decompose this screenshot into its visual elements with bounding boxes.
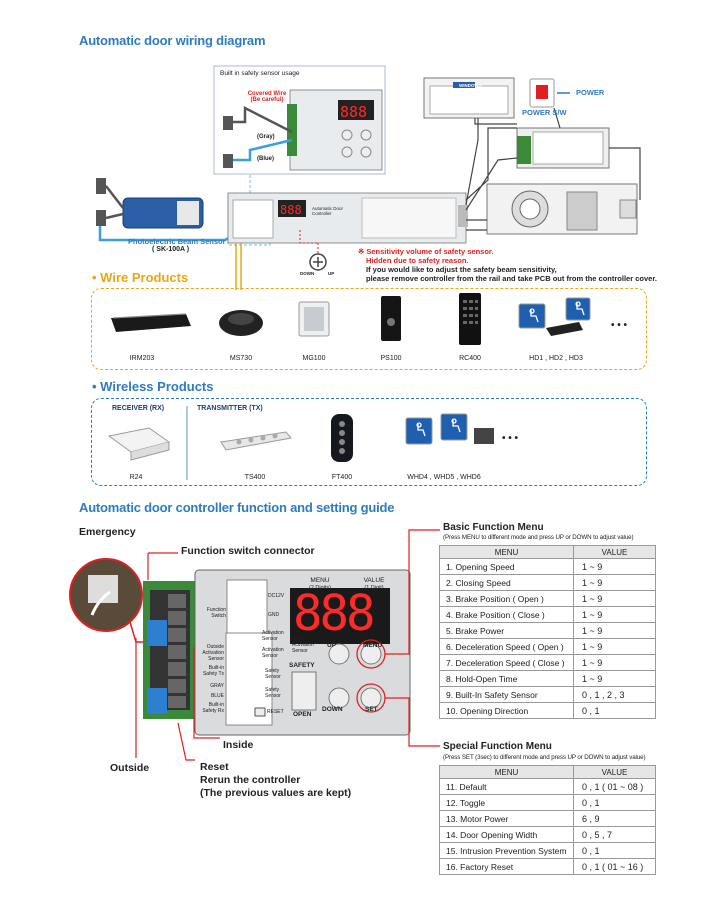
function-switch-connector-label: Function switch connector bbox=[181, 545, 315, 557]
wireless-product-label: FT400 bbox=[331, 474, 353, 481]
wire-product-label: RC400 bbox=[459, 355, 481, 362]
basic-menu-title: Basic Function Menu bbox=[443, 522, 544, 533]
wireless-product-label: R24 bbox=[129, 474, 143, 481]
wire-product-label: IRM203 bbox=[129, 355, 155, 362]
receiver-label: RECEIVER (RX) bbox=[112, 405, 165, 412]
gray-wire-label: (Gray) bbox=[257, 134, 275, 140]
covered-wire-label: Covered Wire(Be careful) bbox=[247, 91, 287, 103]
emergency-label: Emergency bbox=[79, 526, 136, 538]
panel-activation-label: Activation Sensor bbox=[262, 630, 284, 642]
power-switch-label: POWER S/W bbox=[522, 108, 567, 117]
wire-products-more: • • • bbox=[611, 320, 628, 331]
knob-down-label: DOWN bbox=[300, 271, 315, 276]
panel-open-label: OPEN bbox=[293, 711, 312, 718]
wire-products-title: • Wire Products bbox=[92, 270, 189, 285]
panel-safety-label: SAFETY bbox=[289, 662, 315, 669]
wire-product-label: MS730 bbox=[229, 355, 253, 362]
table-header: MENU bbox=[439, 765, 574, 779]
panel-builtin-rx-label: Built-in Safety Rx bbox=[202, 702, 224, 714]
panel-outside-activation-label: Outside Activation Sensor bbox=[202, 644, 224, 662]
panel-gnd-label: GND bbox=[268, 612, 280, 618]
panel-menu-button-label: MENU bbox=[363, 642, 383, 649]
special-menu-title: Special Function Menu bbox=[443, 741, 552, 752]
wireless-products-more: • • • bbox=[502, 433, 519, 444]
panel-menu-label: MENU(2 Digits) bbox=[308, 577, 331, 591]
panel-gray-label: GRAY bbox=[210, 683, 224, 689]
table-row: 6. Deceleration Speed ( Open )1 ~ 9 bbox=[439, 638, 656, 655]
table-header: MENU bbox=[439, 545, 574, 559]
panel-set-label: SET bbox=[365, 706, 378, 713]
panel-reset-label: RESET bbox=[267, 709, 284, 715]
blue-wire-label: (Blue) bbox=[257, 156, 274, 162]
wireless-products-panel bbox=[91, 398, 647, 486]
outside-label: Outside bbox=[110, 762, 150, 774]
beam-sensor-label: Photoelectric Beam Sensor bbox=[128, 237, 226, 246]
sensitivity-note: ※ Sensitivity volume of safety sensor. H… bbox=[358, 247, 657, 283]
panel-digit-display: 888 bbox=[293, 585, 375, 642]
panel-value-label: VALUE(1 Digit) bbox=[363, 577, 385, 591]
table-row: 3. Brake Position ( Open )1 ~ 9 bbox=[439, 590, 656, 607]
panel-function-switch-label: Function Switch bbox=[206, 607, 226, 619]
wireless-product-label: TS400 bbox=[244, 474, 266, 481]
table-header: VALUE bbox=[573, 545, 656, 559]
wireless-products-images bbox=[107, 406, 494, 480]
panel-inside-activation-label: Inside Activation Sensor bbox=[292, 636, 314, 654]
power-supply-brand: WINDOWS bbox=[459, 83, 482, 88]
panel-activation-label: Activation Sensor bbox=[262, 647, 284, 659]
beam-sensor-model: ( SK-100A ) bbox=[152, 246, 190, 253]
wiring-title: Automatic door wiring diagram bbox=[79, 33, 266, 48]
power-label: POWER bbox=[576, 88, 605, 97]
special-menu-subtitle: (Press SET (3sec) to different mode and … bbox=[443, 754, 646, 761]
wire-product-label: MG100 bbox=[302, 355, 326, 362]
panel-builtin-tx-label: Built-in Safety Tx bbox=[202, 665, 224, 677]
knob-up-label: UP bbox=[328, 271, 335, 276]
wire-products-images bbox=[111, 293, 591, 345]
table-row: 7. Deceleration Speed ( Close )1 ~ 9 bbox=[439, 654, 656, 671]
svg-text:888: 888 bbox=[340, 103, 367, 121]
inside-label: Inside bbox=[223, 739, 254, 751]
panel-down-label: DOWN bbox=[322, 706, 343, 713]
panel-safety-sensor-label: Safety Sensor bbox=[265, 668, 281, 680]
wireless-products-title: • Wireless Products bbox=[92, 379, 214, 394]
wiring-diagram: 888 888 bbox=[96, 65, 641, 290]
reset-callout: Reset Rerun the controller (The previous… bbox=[200, 761, 352, 799]
svg-text:888: 888 bbox=[280, 203, 302, 217]
panel-dc12v-label: DC12V bbox=[268, 593, 285, 599]
controller-name: Automatic Door Controller bbox=[312, 206, 344, 216]
panel-safety-sensor-label: Safety Sensor bbox=[265, 687, 281, 699]
transmitter-label: TRANSMITTER (TX) bbox=[197, 405, 263, 412]
wire-product-label: HD1 , HD2 , HD3 bbox=[529, 355, 583, 362]
table-header: VALUE bbox=[573, 765, 656, 779]
controller-panel-diagram bbox=[69, 529, 440, 761]
basic-menu-subtitle: (Press MENU to different mode and press … bbox=[443, 534, 634, 541]
wireless-product-label: WHD4 , WHD5 , WHD6 bbox=[407, 474, 481, 481]
wire-products-panel bbox=[91, 288, 647, 370]
guide-title: Automatic door controller function and s… bbox=[79, 500, 395, 515]
table-row: 4. Brake Position ( Close )1 ~ 9 bbox=[439, 606, 656, 623]
inset-title: Built in safety sensor usage bbox=[220, 70, 300, 77]
panel-blue-label: BLUE bbox=[210, 693, 224, 699]
wire-product-label: PS100 bbox=[380, 355, 402, 362]
panel-up-label: UP bbox=[327, 642, 337, 649]
